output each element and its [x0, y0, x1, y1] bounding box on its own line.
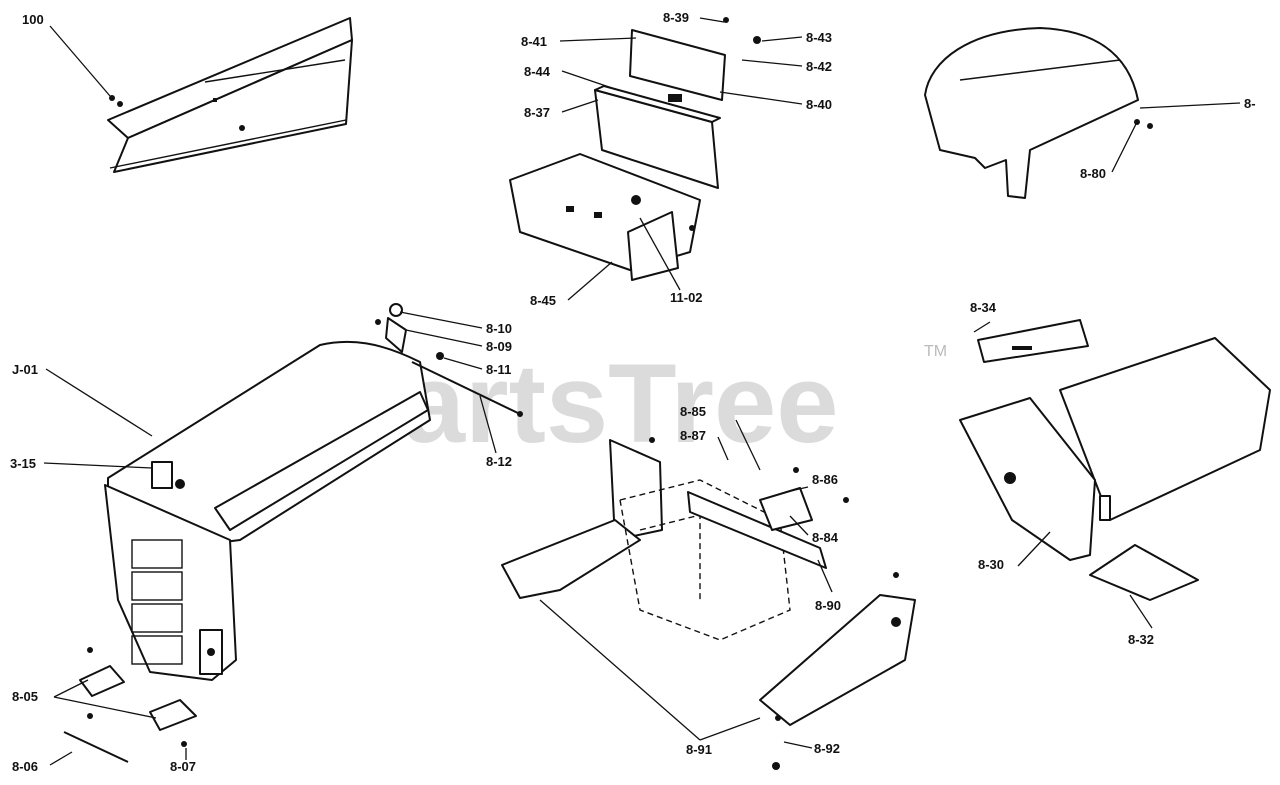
label-8-32: 8-32 [1128, 632, 1154, 647]
label-100: 100 [22, 12, 44, 27]
label-8-44: 8-44 [524, 64, 551, 79]
label-8-92: 8-92 [814, 741, 840, 756]
part-100-bracket [107, 17, 353, 173]
label-8-09: 8-09 [486, 339, 512, 354]
label-8-85: 8-85 [680, 404, 706, 419]
frame-mount-assembly [501, 437, 916, 770]
label-8-45: 8-45 [530, 293, 556, 308]
front-hood-grille [104, 340, 431, 681]
small-parts-bottom-left [63, 647, 197, 763]
label-8-top-right: 8- [1244, 96, 1256, 111]
label-8-40: 8-40 [806, 97, 832, 112]
linkage-parts [375, 303, 523, 417]
hood-top-right [924, 27, 1153, 199]
label-8-10: 8-10 [486, 321, 512, 336]
label-8-37: 8-37 [524, 105, 550, 120]
label-8-11: 8-11 [486, 362, 511, 377]
part-labels: 100 8-39 8-41 8-43 8-42 8-44 8-40 8-37 8… [10, 10, 1256, 774]
watermark-trademark: TM [924, 343, 947, 360]
label-3-15: 3-15 [10, 456, 36, 471]
label-8-87: 8-87 [680, 428, 706, 443]
label-8-80: 8-80 [1080, 166, 1106, 181]
frame-channel-right [959, 319, 1271, 601]
label-8-06: 8-06 [12, 759, 38, 774]
label-8-05: 8-05 [12, 689, 38, 704]
label-8-39: 8-39 [663, 10, 689, 25]
label-8-07: 8-07 [170, 759, 196, 774]
label-11-02: 11-02 [670, 290, 703, 305]
leader-lines [43, 17, 1241, 766]
label-j-01: J-01 [12, 362, 38, 377]
label-8-42: 8-42 [806, 59, 832, 74]
label-8-86: 8-86 [812, 472, 838, 487]
label-8-84: 8-84 [812, 530, 839, 545]
label-8-30: 8-30 [978, 557, 1004, 572]
dash-panel-assembly [509, 17, 761, 281]
label-8-91: 8-91 [686, 742, 712, 757]
label-8-12: 8-12 [486, 454, 512, 469]
label-8-43: 8-43 [806, 30, 832, 45]
label-8-34: 8-34 [970, 300, 997, 315]
label-8-90: 8-90 [815, 598, 841, 613]
label-8-41: 8-41 [521, 34, 547, 49]
